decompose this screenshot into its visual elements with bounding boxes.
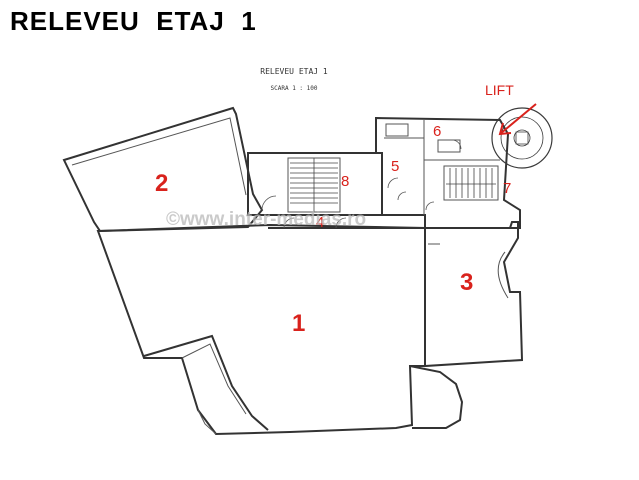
- watermark: ©www.inter-medias.ro: [166, 209, 366, 230]
- door-room-6: [451, 139, 462, 150]
- stair-7: [443, 165, 499, 201]
- room-6-fixture: [437, 139, 461, 153]
- lift-arrow: [498, 103, 537, 136]
- stamp-seal: [491, 107, 553, 169]
- door-corridor-4-right: [335, 217, 347, 229]
- room-number-6: 6: [433, 123, 441, 140]
- room-3-outline: [424, 221, 524, 368]
- page-title: RELEVEU ETAJ 1: [10, 6, 257, 36]
- room-number-2: 2: [155, 170, 168, 197]
- lift-label: LIFT: [485, 82, 514, 98]
- stair-8: [287, 157, 341, 213]
- door-room-2: [261, 195, 277, 211]
- room-number-7: 7: [503, 180, 511, 197]
- sheet-scale: SCARA 1 : 100: [271, 85, 318, 92]
- door-room-5: [387, 177, 399, 189]
- room-1-outline: [96, 223, 426, 436]
- room-1-curved-corner: [409, 365, 464, 429]
- room-number-3: 3: [460, 269, 473, 296]
- door-room-5-lower: [397, 191, 407, 201]
- room-2-inner-wall: [71, 117, 247, 196]
- room-number-8: 8: [341, 173, 349, 190]
- sheet-title: RELEVEU ETAJ 1: [260, 67, 328, 76]
- room-1-bottom-curve: [197, 409, 217, 435]
- room-number-5: 5: [391, 158, 399, 175]
- room-3-bay-curve: [497, 251, 509, 299]
- door-room-3: [425, 201, 435, 211]
- room-8-outline: [247, 152, 383, 216]
- room-number-1: 1: [292, 310, 305, 337]
- room-5-6-block: [375, 116, 521, 229]
- room-1-lower-annex-inner: [181, 343, 247, 415]
- room-5-fixture: [385, 123, 409, 137]
- room-number-4: 4: [316, 214, 324, 231]
- door-corridor-4-left: [283, 217, 295, 229]
- room-1-lower-annex: [143, 334, 269, 431]
